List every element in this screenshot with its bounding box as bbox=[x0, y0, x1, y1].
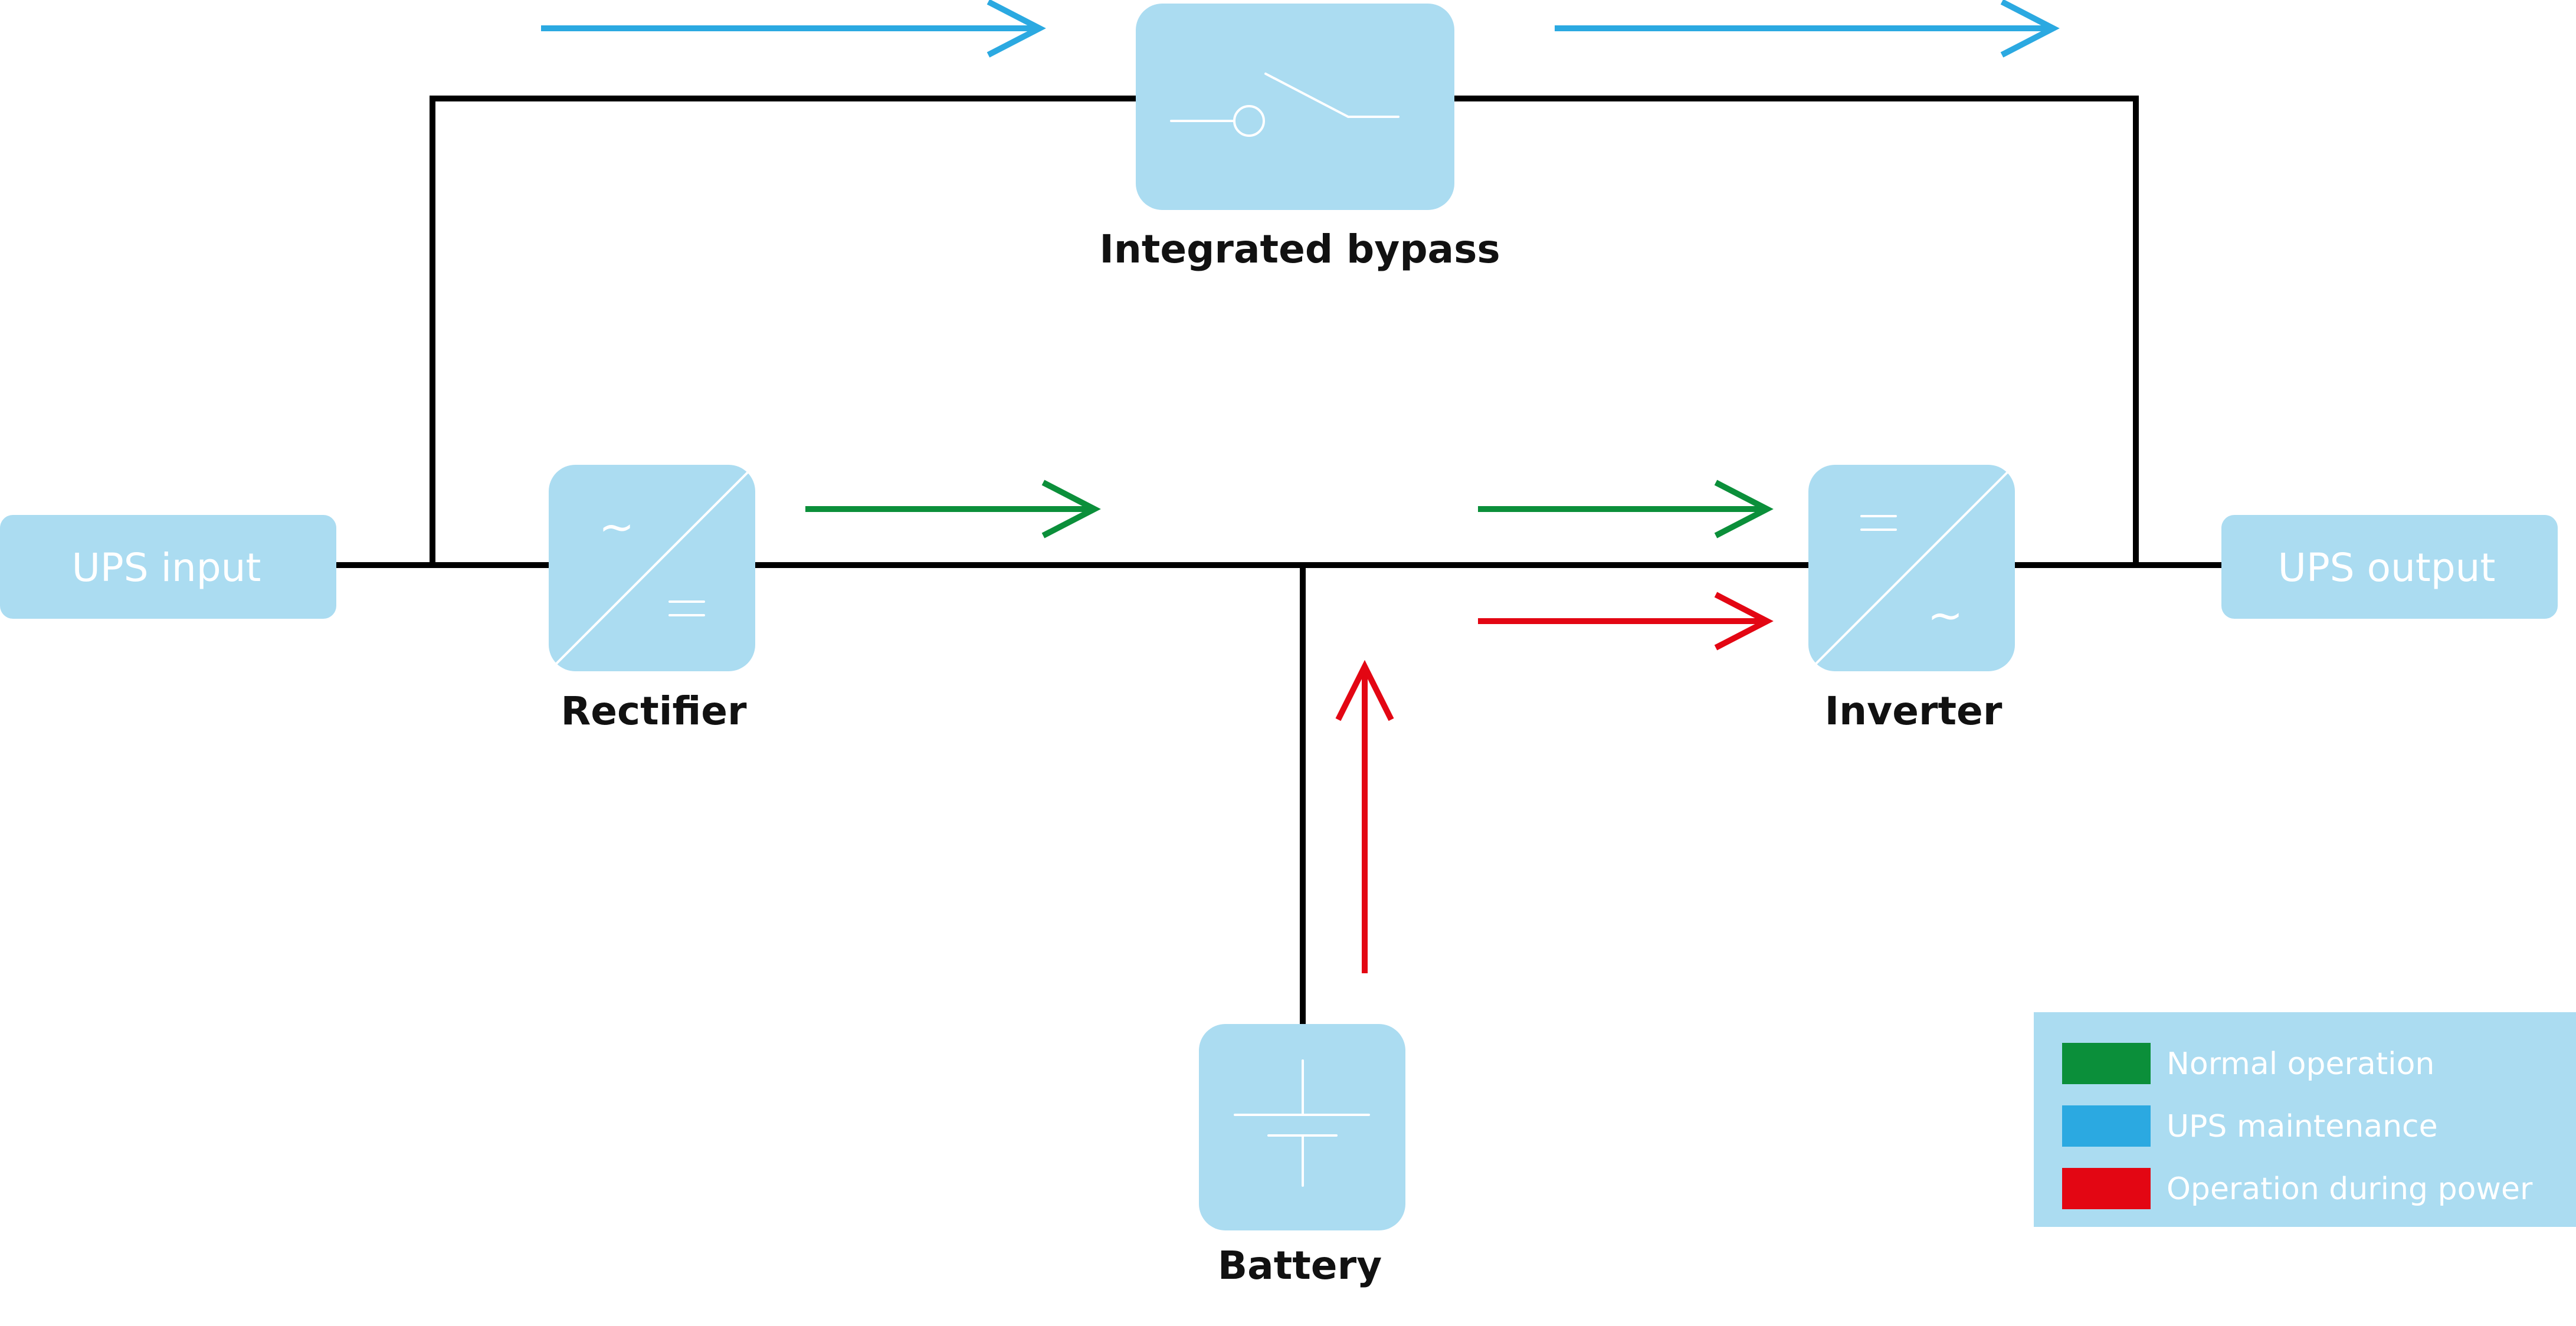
ups-output-rect bbox=[2221, 515, 2558, 619]
battery-block: Battery bbox=[1199, 1024, 1405, 1288]
bypass-wire-right bbox=[1454, 96, 2139, 565]
bypass-wire-left bbox=[430, 96, 1136, 565]
ups-input-label: UPS input bbox=[72, 545, 261, 590]
maintenance-arrow bbox=[1555, 0, 2060, 58]
switch-icon bbox=[1170, 73, 1400, 137]
ac-wave-icon: ~ bbox=[599, 502, 634, 552]
converter-diagonal bbox=[1813, 470, 2010, 667]
dc-equals-icon bbox=[1860, 515, 1897, 531]
flow-arrows bbox=[541, 0, 2060, 973]
battery-label: Battery bbox=[1218, 1243, 1382, 1288]
normal-operation-arrow bbox=[1478, 480, 1774, 539]
converter-diagonal bbox=[553, 470, 750, 667]
power-operation-arrow bbox=[1478, 592, 1774, 651]
legend-label: Operation during power bbox=[2167, 1171, 2533, 1207]
ups-output-label: UPS output bbox=[2278, 545, 2496, 590]
ups-input-box: UPS input bbox=[0, 515, 336, 619]
legend-swatch bbox=[2062, 1168, 2151, 1209]
legend-label: Normal operation bbox=[2167, 1046, 2434, 1082]
rectifier-label: Rectifier bbox=[561, 688, 747, 734]
rectifier-block: ~ Rectifier bbox=[549, 465, 755, 734]
legend-swatch bbox=[2062, 1043, 2151, 1084]
ups-input-rect bbox=[0, 515, 336, 619]
bypass-block: Integrated bypass bbox=[1099, 4, 1500, 272]
legend-label: UPS maintenance bbox=[2167, 1109, 2438, 1144]
ups-output-box: UPS output bbox=[2221, 515, 2558, 619]
ac-wave-icon: ~ bbox=[1928, 590, 1963, 640]
legend-swatch bbox=[2062, 1105, 2151, 1147]
normal-operation-arrow bbox=[805, 480, 1101, 539]
maintenance-arrow bbox=[541, 0, 1046, 58]
battery-icon bbox=[1234, 1059, 1370, 1187]
inverter-label: Inverter bbox=[1825, 688, 2003, 734]
dc-equals-icon bbox=[668, 600, 705, 616]
inverter-block: ~ Inverter bbox=[1808, 465, 2015, 734]
battery-box bbox=[1199, 1024, 1405, 1230]
bypass-box bbox=[1136, 4, 1454, 210]
power-operation-arrow bbox=[1335, 659, 1394, 973]
bypass-label: Integrated bypass bbox=[1099, 227, 1500, 272]
